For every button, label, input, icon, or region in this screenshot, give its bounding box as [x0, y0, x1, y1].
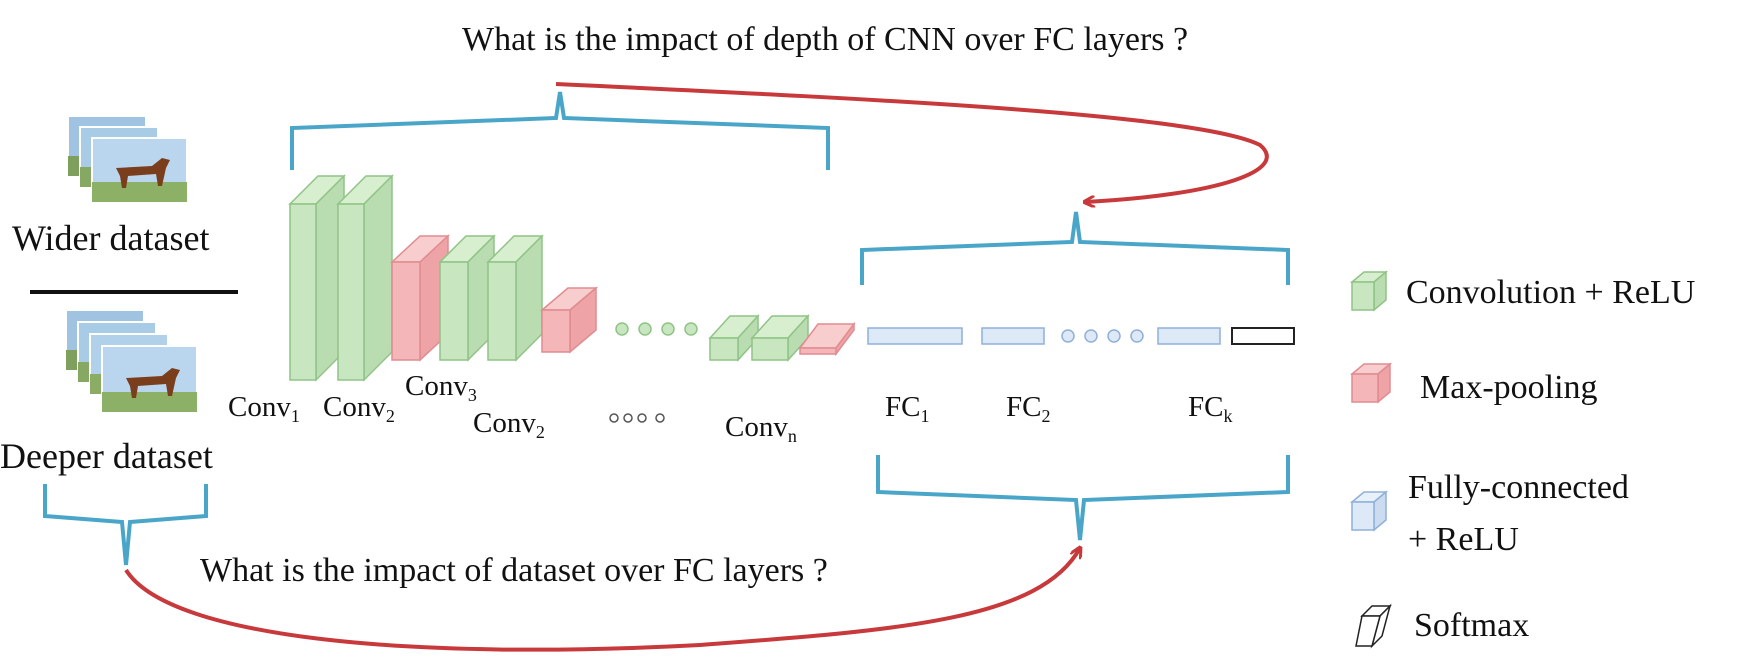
legend-fc-label-line1: Fully-connected [1408, 469, 1629, 506]
depth-arrow [555, 82, 1269, 202]
fc2-label: FC2 [1006, 391, 1050, 426]
pool1-block [390, 234, 450, 362]
convn-label: Convn [725, 411, 797, 446]
conv3-block [438, 234, 496, 362]
fck-label: FCk [1188, 391, 1232, 426]
legend-pool-icon [1349, 362, 1393, 404]
pooln-block [798, 321, 856, 357]
convn-block [750, 314, 810, 362]
wider-dataset-images [67, 115, 188, 203]
label-continuation-dots [609, 413, 665, 423]
deeper-dataset-label: Deeper dataset [0, 436, 213, 476]
pool2-block [539, 286, 599, 354]
conv4-block [486, 234, 544, 362]
conv2-block [336, 174, 394, 382]
conv1-label: Conv1 [228, 391, 300, 426]
legend-fc-label-line2: + ReLU [1408, 521, 1519, 558]
fc-top-brace [860, 211, 1290, 285]
fc1-label: FC1 [885, 391, 929, 426]
legend: Convolution + ReLU Max-pooling Fully-con… [1349, 270, 1695, 649]
legend-pool-label: Max-pooling [1420, 369, 1598, 406]
legend-softmax-icon [1355, 603, 1392, 649]
conv-continuation-dots [615, 322, 698, 336]
softmax-bar [1231, 327, 1295, 345]
legend-conv-label: Convolution + ReLU [1406, 274, 1695, 311]
fc-bottom-brace [876, 455, 1290, 541]
conv-brace [290, 91, 830, 170]
conv2b-label: Conv2 [473, 407, 545, 442]
fc-continuation-dots [1061, 329, 1144, 343]
conv1-block [288, 174, 346, 382]
convn-1-block [708, 314, 760, 362]
fc1-bar [867, 327, 963, 345]
legend-fc-icon [1349, 490, 1389, 532]
legend-softmax-label: Softmax [1414, 607, 1529, 644]
wider-dataset-label: Wider dataset [12, 218, 209, 258]
question-top: What is the impact of depth of CNN over … [462, 21, 1188, 58]
deeper-dataset-images [65, 309, 198, 413]
dataset-brace [43, 484, 208, 566]
conv2-label: Conv2 [323, 391, 395, 426]
fck-bar [1157, 327, 1221, 345]
question-bottom: What is the impact of dataset over FC la… [200, 552, 828, 589]
fc2-bar [981, 327, 1045, 345]
legend-conv-icon [1349, 270, 1389, 312]
dataset-arrow [124, 548, 1080, 652]
conv3-label: Conv3 [405, 370, 477, 405]
